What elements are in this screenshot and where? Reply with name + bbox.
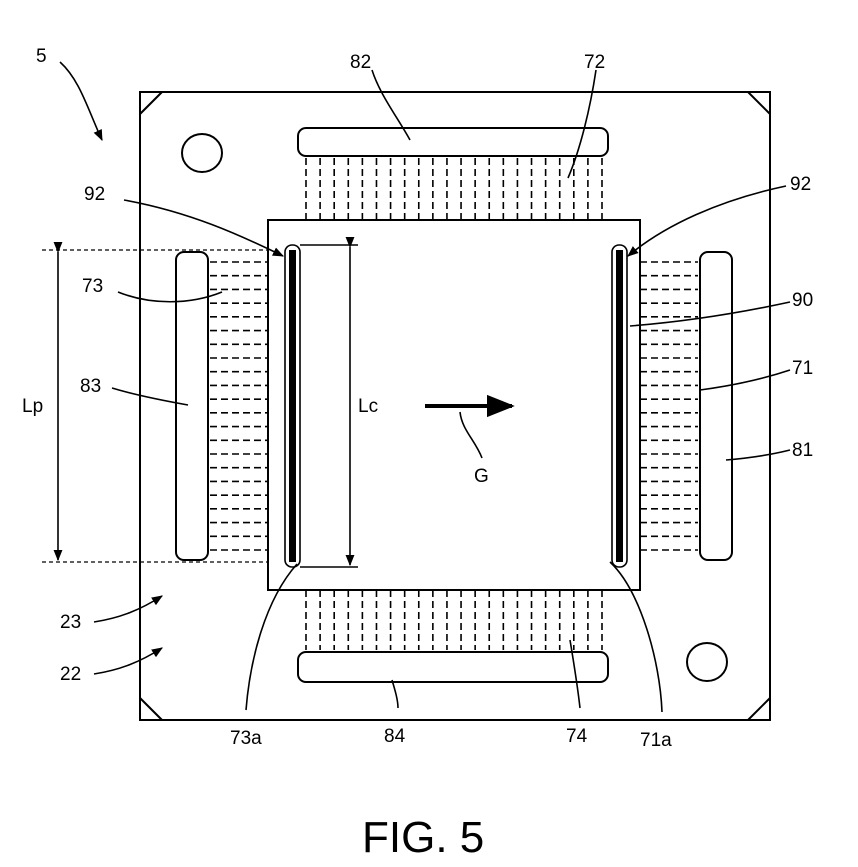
label-5: 5	[36, 46, 47, 67]
pad-84	[298, 652, 608, 682]
label-73a: 73a	[230, 728, 262, 749]
slit-73a-core	[289, 250, 296, 562]
figure-caption: FIG. 5	[362, 813, 484, 862]
corner-chamfer-tr	[748, 92, 770, 114]
corner-chamfer-br	[748, 698, 770, 720]
corner-chamfer-tl	[140, 92, 162, 114]
label-73: 73	[82, 276, 103, 297]
slit-71a-core	[616, 250, 623, 562]
leader-72	[568, 70, 596, 178]
label-90: 90	[792, 290, 813, 311]
leader-71	[700, 370, 790, 390]
label-83: 83	[80, 376, 101, 397]
leader-g	[460, 412, 482, 458]
leader-71a	[610, 562, 662, 712]
leader-84	[392, 680, 398, 708]
label-81: 81	[792, 440, 813, 461]
leader-82	[372, 70, 410, 140]
leads-74	[306, 590, 602, 650]
leader-23	[94, 596, 162, 622]
pad-82	[298, 128, 608, 156]
label-92-left: 92	[84, 184, 105, 205]
leader-92-left	[124, 200, 283, 256]
leader-73	[118, 292, 222, 302]
leads-72	[306, 158, 602, 220]
leader-92-right	[628, 186, 786, 256]
leads-71	[640, 262, 698, 550]
label-71: 71	[792, 358, 813, 379]
label-23: 23	[60, 612, 81, 633]
label-lc: Lc	[358, 396, 378, 417]
leader-5	[60, 62, 102, 140]
label-72: 72	[584, 52, 605, 73]
label-92-right: 92	[790, 174, 811, 195]
label-74: 74	[566, 726, 588, 747]
leader-22	[94, 648, 162, 674]
label-22: 22	[60, 664, 81, 685]
alignment-hole-bottom-right	[687, 643, 727, 681]
pad-81	[700, 252, 732, 560]
corner-chamfer-bl	[140, 698, 162, 720]
leader-73a	[246, 564, 297, 710]
leader-90	[630, 302, 790, 326]
label-lp: Lp	[22, 396, 43, 417]
label-84: 84	[384, 726, 406, 747]
leader-81	[726, 450, 790, 460]
label-g: G	[474, 466, 489, 487]
label-71a: 71a	[640, 730, 672, 751]
label-82: 82	[350, 52, 371, 73]
alignment-hole-top-left	[182, 134, 222, 172]
leads-73	[210, 262, 268, 550]
leader-74	[570, 640, 580, 708]
